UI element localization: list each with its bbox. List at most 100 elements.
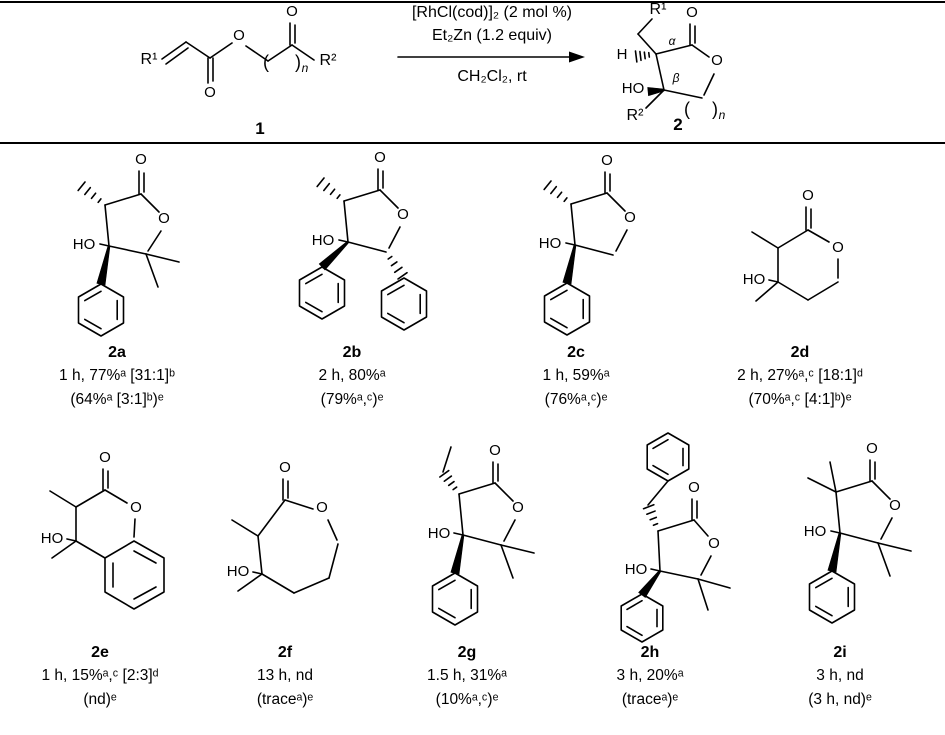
ring-oxygen-label: O <box>711 52 723 69</box>
ring-oxygen-label: O <box>708 535 720 552</box>
paren-close: ) <box>712 99 718 119</box>
hydroxyl-label: HO <box>539 235 562 252</box>
oxygen-label: O <box>135 151 147 168</box>
structure-2b: O O HO <box>298 149 428 331</box>
hash-bond <box>543 180 568 203</box>
oxygen-label: O <box>686 4 698 21</box>
wedge-bond <box>318 240 349 271</box>
hash-bond <box>634 50 651 63</box>
compound-cell-2a: O O HO 2a 1 h, 77%ᵃ [31:1]ᵇ (64%ᵃ [3:1]ᵇ… <box>17 150 217 410</box>
r2-label: R² <box>627 107 645 124</box>
scheme-divider <box>0 142 945 144</box>
compound-id: 2d <box>790 344 810 361</box>
phenyl-ring <box>646 432 690 482</box>
reaction-arrow <box>397 51 585 63</box>
compound-cell-2c: O O HO 2c 1 h, 59%ᵃ (76%ᵃ,ᶜ)ᵉ <box>476 150 676 410</box>
product-2-structure: R¹ H α O O β HO R² ( ) n 2 <box>617 1 726 134</box>
ester-oxygen-label: O <box>233 27 245 44</box>
ring-oxygen-label: O <box>832 239 844 256</box>
phenyl-ring <box>431 572 479 626</box>
compound-id: 2f <box>277 644 293 661</box>
hydroxyl-label: HO <box>428 525 451 542</box>
structure-2c: O O HO <box>539 152 636 336</box>
oxygen-label: O <box>286 3 298 20</box>
yield-line-2: (10%ᵃ,ᶜ)ᵉ <box>435 691 499 708</box>
wedge-bond <box>638 570 662 598</box>
oxygen-label: O <box>374 149 386 166</box>
yield-line-1: 1 h, 77%ᵃ [31:1]ᵇ <box>59 367 175 384</box>
yield-line-2: (76%ᵃ,ᶜ)ᵉ <box>544 391 608 408</box>
phenyl-ring <box>543 282 591 336</box>
compound-id: 2e <box>91 644 109 661</box>
hash-bond <box>316 177 341 200</box>
r2-label: R² <box>320 52 338 69</box>
hydroxyl-label: HO <box>804 523 827 540</box>
yield-line-1: 2 h, 27%ᵃ,ᶜ [18:1]ᵈ <box>737 367 863 384</box>
hash-bond <box>642 503 659 527</box>
hydrogen-label: H <box>617 46 628 63</box>
wedge-bond <box>450 534 465 575</box>
alpha-label: α <box>669 34 677 48</box>
yield-line-2: (64%ᵃ [3:1]ᵇ)ᵉ <box>70 391 164 408</box>
ring-oxygen-label: O <box>158 210 170 227</box>
product-number: 2 <box>673 115 682 134</box>
n-subscript: n <box>302 61 309 75</box>
compound-cell-2g: O O HO 2g 1.5 h, 31%ᵃ (10%ᵃ,ᶜ)ᵉ <box>367 420 567 710</box>
ring-oxygen-label: O <box>889 497 901 514</box>
oxygen-label: O <box>688 479 700 496</box>
yield-line-1: 1 h, 59%ᵃ <box>542 367 610 384</box>
ring-oxygen-label: O <box>130 499 142 516</box>
hydroxyl-label: HO <box>227 563 250 580</box>
condition-solvent: CH₂Cl₂, rt <box>457 68 527 85</box>
substrate-1-structure: R¹ O O ( ) n O R² 1 <box>141 3 338 138</box>
beta-label: β <box>672 71 680 85</box>
compound-cell-2h: O O HO 2h 3 h, 20%ᵃ (traceᵃ)ᵉ <box>550 420 750 710</box>
compound-cell-2e: O O HO 2e 1 h, 15%ᵃ,ᶜ [2:3]ᵈ (nd)ᵉ <box>0 420 200 710</box>
yield-line-2: (79%ᵃ,ᶜ)ᵉ <box>320 391 384 408</box>
compound-id: 2h <box>640 644 660 661</box>
compound-id: 2b <box>342 344 362 361</box>
yield-line-1: 13 h, nd <box>256 667 314 684</box>
structure-2f: O O HO <box>227 459 339 594</box>
yield-line-2: (traceᵃ)ᵉ <box>256 691 314 708</box>
ring-oxygen-label: O <box>316 499 328 516</box>
paren-open: ( <box>684 99 690 119</box>
compound-cell-2f: O O HO 2f 13 h, nd (traceᵃ)ᵉ <box>185 420 385 710</box>
hash-bond <box>439 469 458 491</box>
condition-catalyst: [RhCl(cod)]₂ (2 mol %) <box>411 4 572 21</box>
compound-id: 2a <box>108 344 126 361</box>
structure-2d: O O HO <box>743 187 844 302</box>
oxygen-label: O <box>204 84 216 101</box>
ring-oxygen-label: O <box>512 499 524 516</box>
ring-oxygen-label: O <box>397 206 409 223</box>
hydroxyl-label: HO <box>41 530 64 547</box>
phenyl-ring <box>620 593 664 643</box>
compound-id: 2c <box>567 344 585 361</box>
oxygen-label: O <box>279 459 291 476</box>
yield-line-1: 2 h, 80%ᵃ <box>318 367 386 384</box>
wedge-bond <box>647 87 665 97</box>
hydroxyl-label: HO <box>622 80 645 97</box>
hash-bond <box>77 181 102 204</box>
yield-line-1: 1.5 h, 31%ᵃ <box>427 667 507 684</box>
hash-bond <box>387 255 408 280</box>
oxygen-label: O <box>601 152 613 169</box>
phenyl-ring <box>380 277 428 331</box>
paren-open: ( <box>263 52 269 72</box>
hydroxyl-label: HO <box>73 236 96 253</box>
compound-id: 2i <box>833 644 847 661</box>
oxygen-label: O <box>802 187 814 204</box>
structure-2e: O O HO <box>41 449 165 610</box>
yield-line-2: (nd)ᵉ <box>83 691 117 708</box>
r1-label: R¹ <box>141 51 158 68</box>
fused-benzene-ring <box>104 540 165 610</box>
oxygen-label: O <box>866 440 878 457</box>
compound-cell-2i: O O HO 2i 3 h, nd (3 h, nd)ᵉ <box>740 420 940 710</box>
structure-2g: O O HO <box>428 442 535 626</box>
compound-id: 2g <box>457 644 477 661</box>
condition-reagent: Et₂Zn (1.2 equiv) <box>431 27 553 44</box>
substrate-number: 1 <box>255 119 264 138</box>
wedge-bond <box>96 245 111 286</box>
compound-cell-2b: O O HO 2b 2 h, 80%ᵃ (79%ᵃ,ᶜ)ᵉ <box>252 149 452 410</box>
